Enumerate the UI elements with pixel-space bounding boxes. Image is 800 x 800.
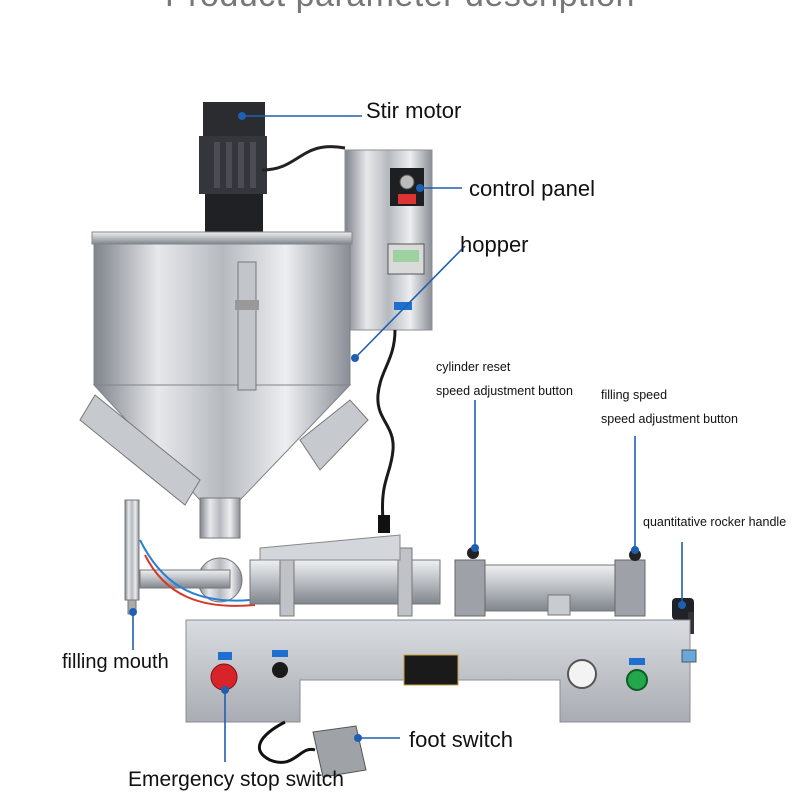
leader-dot-control-panel (416, 184, 424, 192)
foot-switch-pedal (257, 720, 367, 778)
label-cylinder-reset-line2: speed adjustment button (436, 384, 573, 398)
rocker-handle (672, 598, 694, 634)
leader-dot-stir-motor (238, 112, 246, 120)
filling-nozzle (124, 499, 140, 615)
label-stir-motor: Stir motor (366, 98, 462, 123)
label-foot-switch: foot switch (409, 727, 513, 752)
air-cylinder (454, 559, 646, 617)
heater-jacket-left (79, 394, 201, 506)
leader-dot-filling-speed (631, 546, 639, 554)
control-panel-box (344, 149, 433, 331)
page-title: Product parameter description (0, 0, 800, 15)
metering-cylinder (249, 534, 441, 617)
power-plug (378, 515, 390, 533)
start-button (626, 669, 648, 691)
stir-motor (199, 102, 267, 234)
label-cylinder-reset-line1: cylinder reset (436, 360, 511, 374)
hopper-tank (91, 231, 353, 501)
label-filling-mouth: filling mouth (62, 651, 169, 673)
valve-body (139, 497, 243, 603)
air-tube-red (144, 554, 256, 607)
machine-base (185, 619, 697, 723)
label-hopper: hopper (460, 232, 529, 257)
label-control-panel: control panel (469, 176, 595, 201)
leader-dot-rocker-handle (678, 601, 686, 609)
label-filling-speed-line1: filling speed (601, 388, 668, 402)
emergency-stop-button (210, 663, 238, 691)
label-emergency-stop: Emergency stop switch (128, 768, 344, 791)
air-tube-blue (139, 539, 251, 602)
power-cord (376, 329, 397, 521)
leader-hopper (354, 245, 466, 359)
leader-dot-hopper (351, 354, 359, 362)
leader-dot-emergency-stop (221, 686, 229, 694)
label-rocker-handle: quantitative rocker handle (643, 515, 787, 529)
motor-cable (261, 145, 346, 172)
leader-dot-foot-switch (354, 734, 362, 742)
leader-dot-filling-mouth (129, 608, 137, 616)
label-filling-speed-line2: speed adjustment button (601, 412, 738, 426)
heater-jacket-right (299, 399, 369, 471)
leader-dot-cylinder-reset (471, 544, 479, 552)
